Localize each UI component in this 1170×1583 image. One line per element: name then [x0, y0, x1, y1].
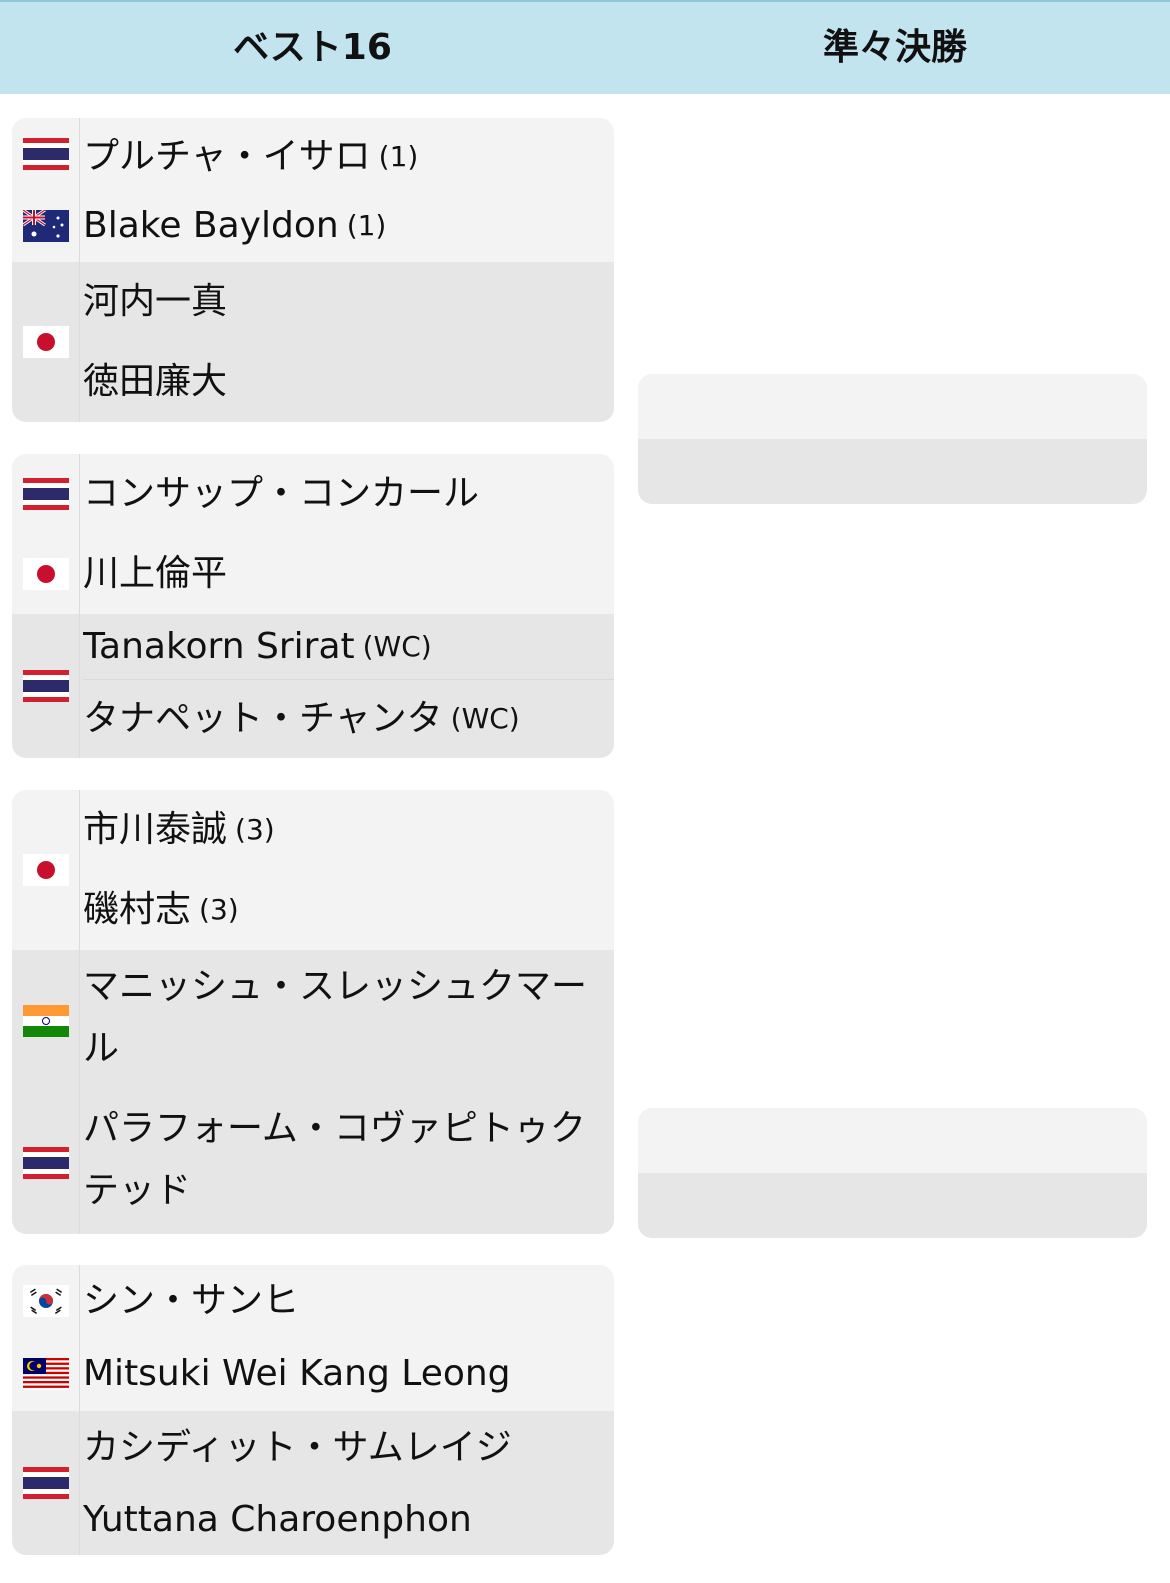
- malaysia-flag-icon: [22, 1358, 69, 1390]
- player-name: 川上倫平: [83, 553, 228, 594]
- player-name: マニッシュ・スレッシュクマール: [83, 966, 588, 1069]
- qf-slot-bottom: [638, 439, 1147, 504]
- entry-row[interactable]: シン・サンヒ Mitsuki Wei Kang Leong: [12, 1265, 614, 1411]
- seed-label: (3): [199, 893, 239, 926]
- entry-row[interactable]: マニッシュ・スレッシュクマール パラフォーム・コヴァピトゥクテッド: [12, 950, 614, 1234]
- match-card[interactable]: コンサップ・コンカール 川上倫平 Tanakorn Srirat(WC) タナペ…: [12, 454, 614, 758]
- entry-row[interactable]: Tanakorn Srirat(WC) タナペット・チャンタ(WC): [12, 614, 614, 758]
- player-name: タナペット・チャンタ(WC): [83, 698, 520, 739]
- player-name: Yuttana Charoenphon: [83, 1499, 472, 1540]
- match-card[interactable]: 市川泰誠(3) 磯村志(3) マニッシュ・スレッシュクマール パラフォーム・コヴ…: [12, 790, 614, 1234]
- entry-row[interactable]: プルチャ・イサロ(1) Blake Bayldon(1): [12, 118, 614, 262]
- qf-slot-bottom: [638, 1173, 1147, 1238]
- player-name: 徳田廉大: [83, 361, 228, 402]
- india-flag-icon: [22, 1005, 69, 1037]
- seed-label: (1): [346, 209, 387, 242]
- round-header: ベスト16 準々決勝: [0, 0, 1170, 94]
- thailand-flag-icon: [22, 1147, 69, 1179]
- player-name: コンサップ・コンカール: [83, 473, 480, 514]
- thailand-flag-icon: [22, 670, 69, 702]
- player-name: プルチャ・イサロ(1): [83, 136, 419, 177]
- player-name: Blake Bayldon(1): [83, 205, 387, 246]
- south-korea-flag-icon: [22, 1285, 69, 1317]
- quarter-final-slot[interactable]: [638, 374, 1147, 504]
- quarter-final-title: 準々決勝: [822, 27, 967, 68]
- entry-row[interactable]: 市川泰誠(3) 磯村志(3): [12, 790, 614, 950]
- thailand-flag-icon: [22, 1467, 69, 1499]
- seed-label: (WC): [450, 702, 520, 735]
- round-of-16-title: ベスト16: [233, 27, 392, 68]
- japan-flag-icon: [22, 326, 69, 358]
- player-name: カシディット・サムレイジ: [83, 1427, 512, 1468]
- player-name: 市川泰誠(3): [83, 809, 275, 850]
- japan-flag-icon: [22, 854, 69, 886]
- player-name: Tanakorn Srirat(WC): [83, 614, 614, 680]
- player-name: 河内一真: [83, 281, 228, 322]
- seed-label: (1): [378, 140, 419, 173]
- entry-row[interactable]: コンサップ・コンカール 川上倫平: [12, 454, 614, 614]
- australia-flag-icon: [22, 210, 69, 242]
- qf-slot-top: [638, 374, 1147, 439]
- match-card[interactable]: シン・サンヒ Mitsuki Wei Kang Leong カシディット・サムレ…: [12, 1265, 614, 1555]
- seed-label: (WC): [362, 629, 432, 663]
- player-name: 磯村志(3): [83, 889, 239, 930]
- seed-label: (3): [235, 813, 275, 846]
- thailand-flag-icon: [22, 478, 69, 510]
- qf-slot-top: [638, 1108, 1147, 1173]
- japan-flag-icon: [22, 558, 69, 590]
- entry-row[interactable]: 河内一真 徳田廉大: [12, 262, 614, 422]
- player-name: Mitsuki Wei Kang Leong: [83, 1353, 511, 1394]
- player-name: シン・サンヒ: [83, 1280, 300, 1321]
- player-name: パラフォーム・コヴァピトゥクテッド: [83, 1108, 586, 1211]
- entry-row[interactable]: カシディット・サムレイジ Yuttana Charoenphon: [12, 1411, 614, 1555]
- match-card[interactable]: プルチャ・イサロ(1) Blake Bayldon(1) 河内一真 徳田廉大: [12, 118, 614, 422]
- quarter-final-slot[interactable]: [638, 1108, 1147, 1238]
- thailand-flag-icon: [22, 138, 69, 170]
